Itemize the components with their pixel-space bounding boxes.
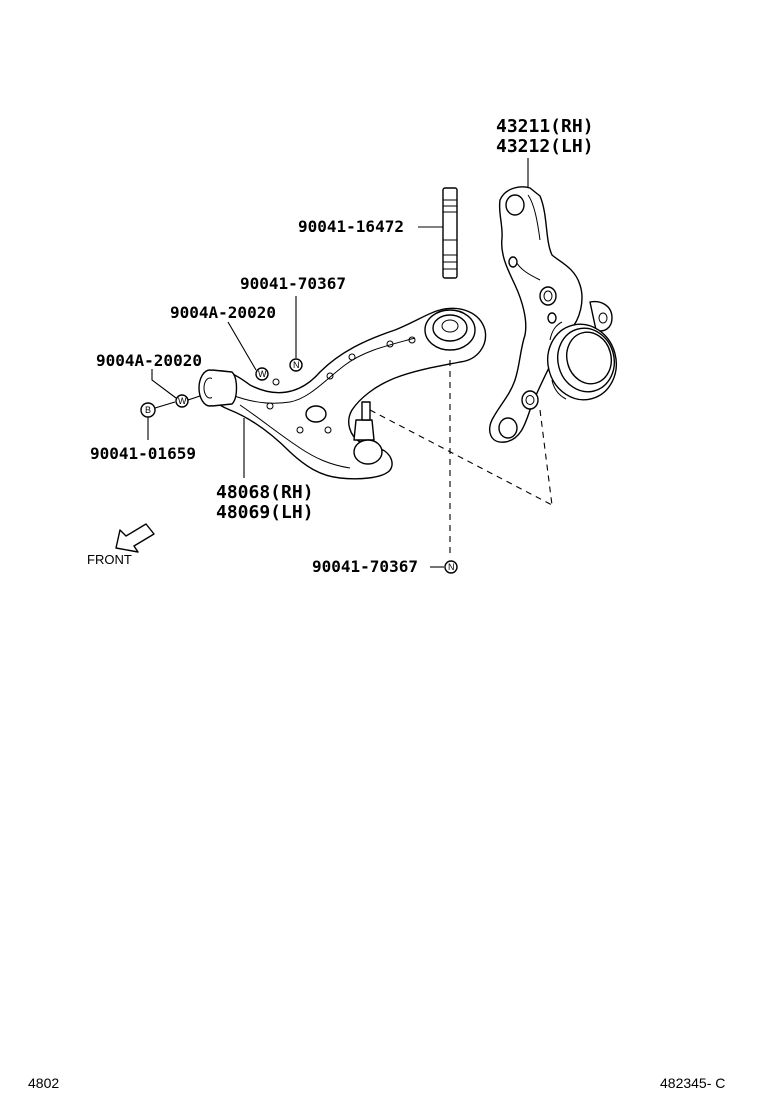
label-knuckle: 43211(RH) 43212(LH) [496, 116, 594, 188]
label-nut-upper: 90041-70367 N [240, 274, 346, 372]
pn-nut-upper: 90041-70367 [240, 274, 346, 293]
front-arrow: FRONT [87, 523, 155, 567]
stud-bolt [442, 187, 458, 279]
assembly-line-knuckle [539, 409, 553, 506]
pn-nut-lower: 90041-70367 [312, 557, 418, 576]
pn-washer-upper: 9004A-20020 [170, 303, 276, 322]
steering-knuckle [489, 186, 617, 443]
footer-right-code: 482345- C [660, 1075, 725, 1091]
label-nut-lower: 90041-70367 N [312, 557, 458, 576]
pn-lower-arm-rh: 48068(RH) [216, 482, 314, 503]
label-washer-upper: 9004A-20020 W [170, 303, 276, 381]
nut-lower-symbol [444, 560, 458, 574]
washer-lower-symbol [175, 394, 189, 408]
pn-bolt: 90041-01659 [90, 444, 196, 463]
footer-left-code: 4802 [28, 1075, 59, 1091]
label-washer-lower: 9004A-20020 W [96, 351, 202, 408]
lower-arm [198, 307, 487, 480]
front-label: FRONT [87, 552, 132, 567]
washer-upper-letter: W [258, 369, 267, 379]
pn-lower-arm-lh: 48069(LH) [216, 502, 314, 523]
pn-knuckle-rh: 43211(RH) [496, 116, 594, 137]
nut-upper-symbol [289, 358, 303, 372]
pn-knuckle-lh: 43212(LH) [496, 136, 594, 157]
pn-stud-bolt: 90041-16472 [298, 217, 404, 236]
pn-washer-lower: 9004A-20020 [96, 351, 202, 370]
washer-upper-symbol [255, 367, 269, 381]
label-stud-bolt: 90041-16472 [298, 217, 443, 236]
washer-lower-letter: W [178, 396, 187, 406]
nut-lower-letter: N [448, 562, 455, 572]
assembly-line-balljoint [369, 409, 553, 506]
nut-upper-letter: N [293, 360, 300, 370]
front-arrow-icon [115, 523, 155, 553]
label-lower-arm: 48068(RH) 48069(LH) [216, 418, 314, 523]
bolt-letter: B [145, 405, 151, 415]
label-bolt: B 90041-01659 [90, 401, 196, 463]
